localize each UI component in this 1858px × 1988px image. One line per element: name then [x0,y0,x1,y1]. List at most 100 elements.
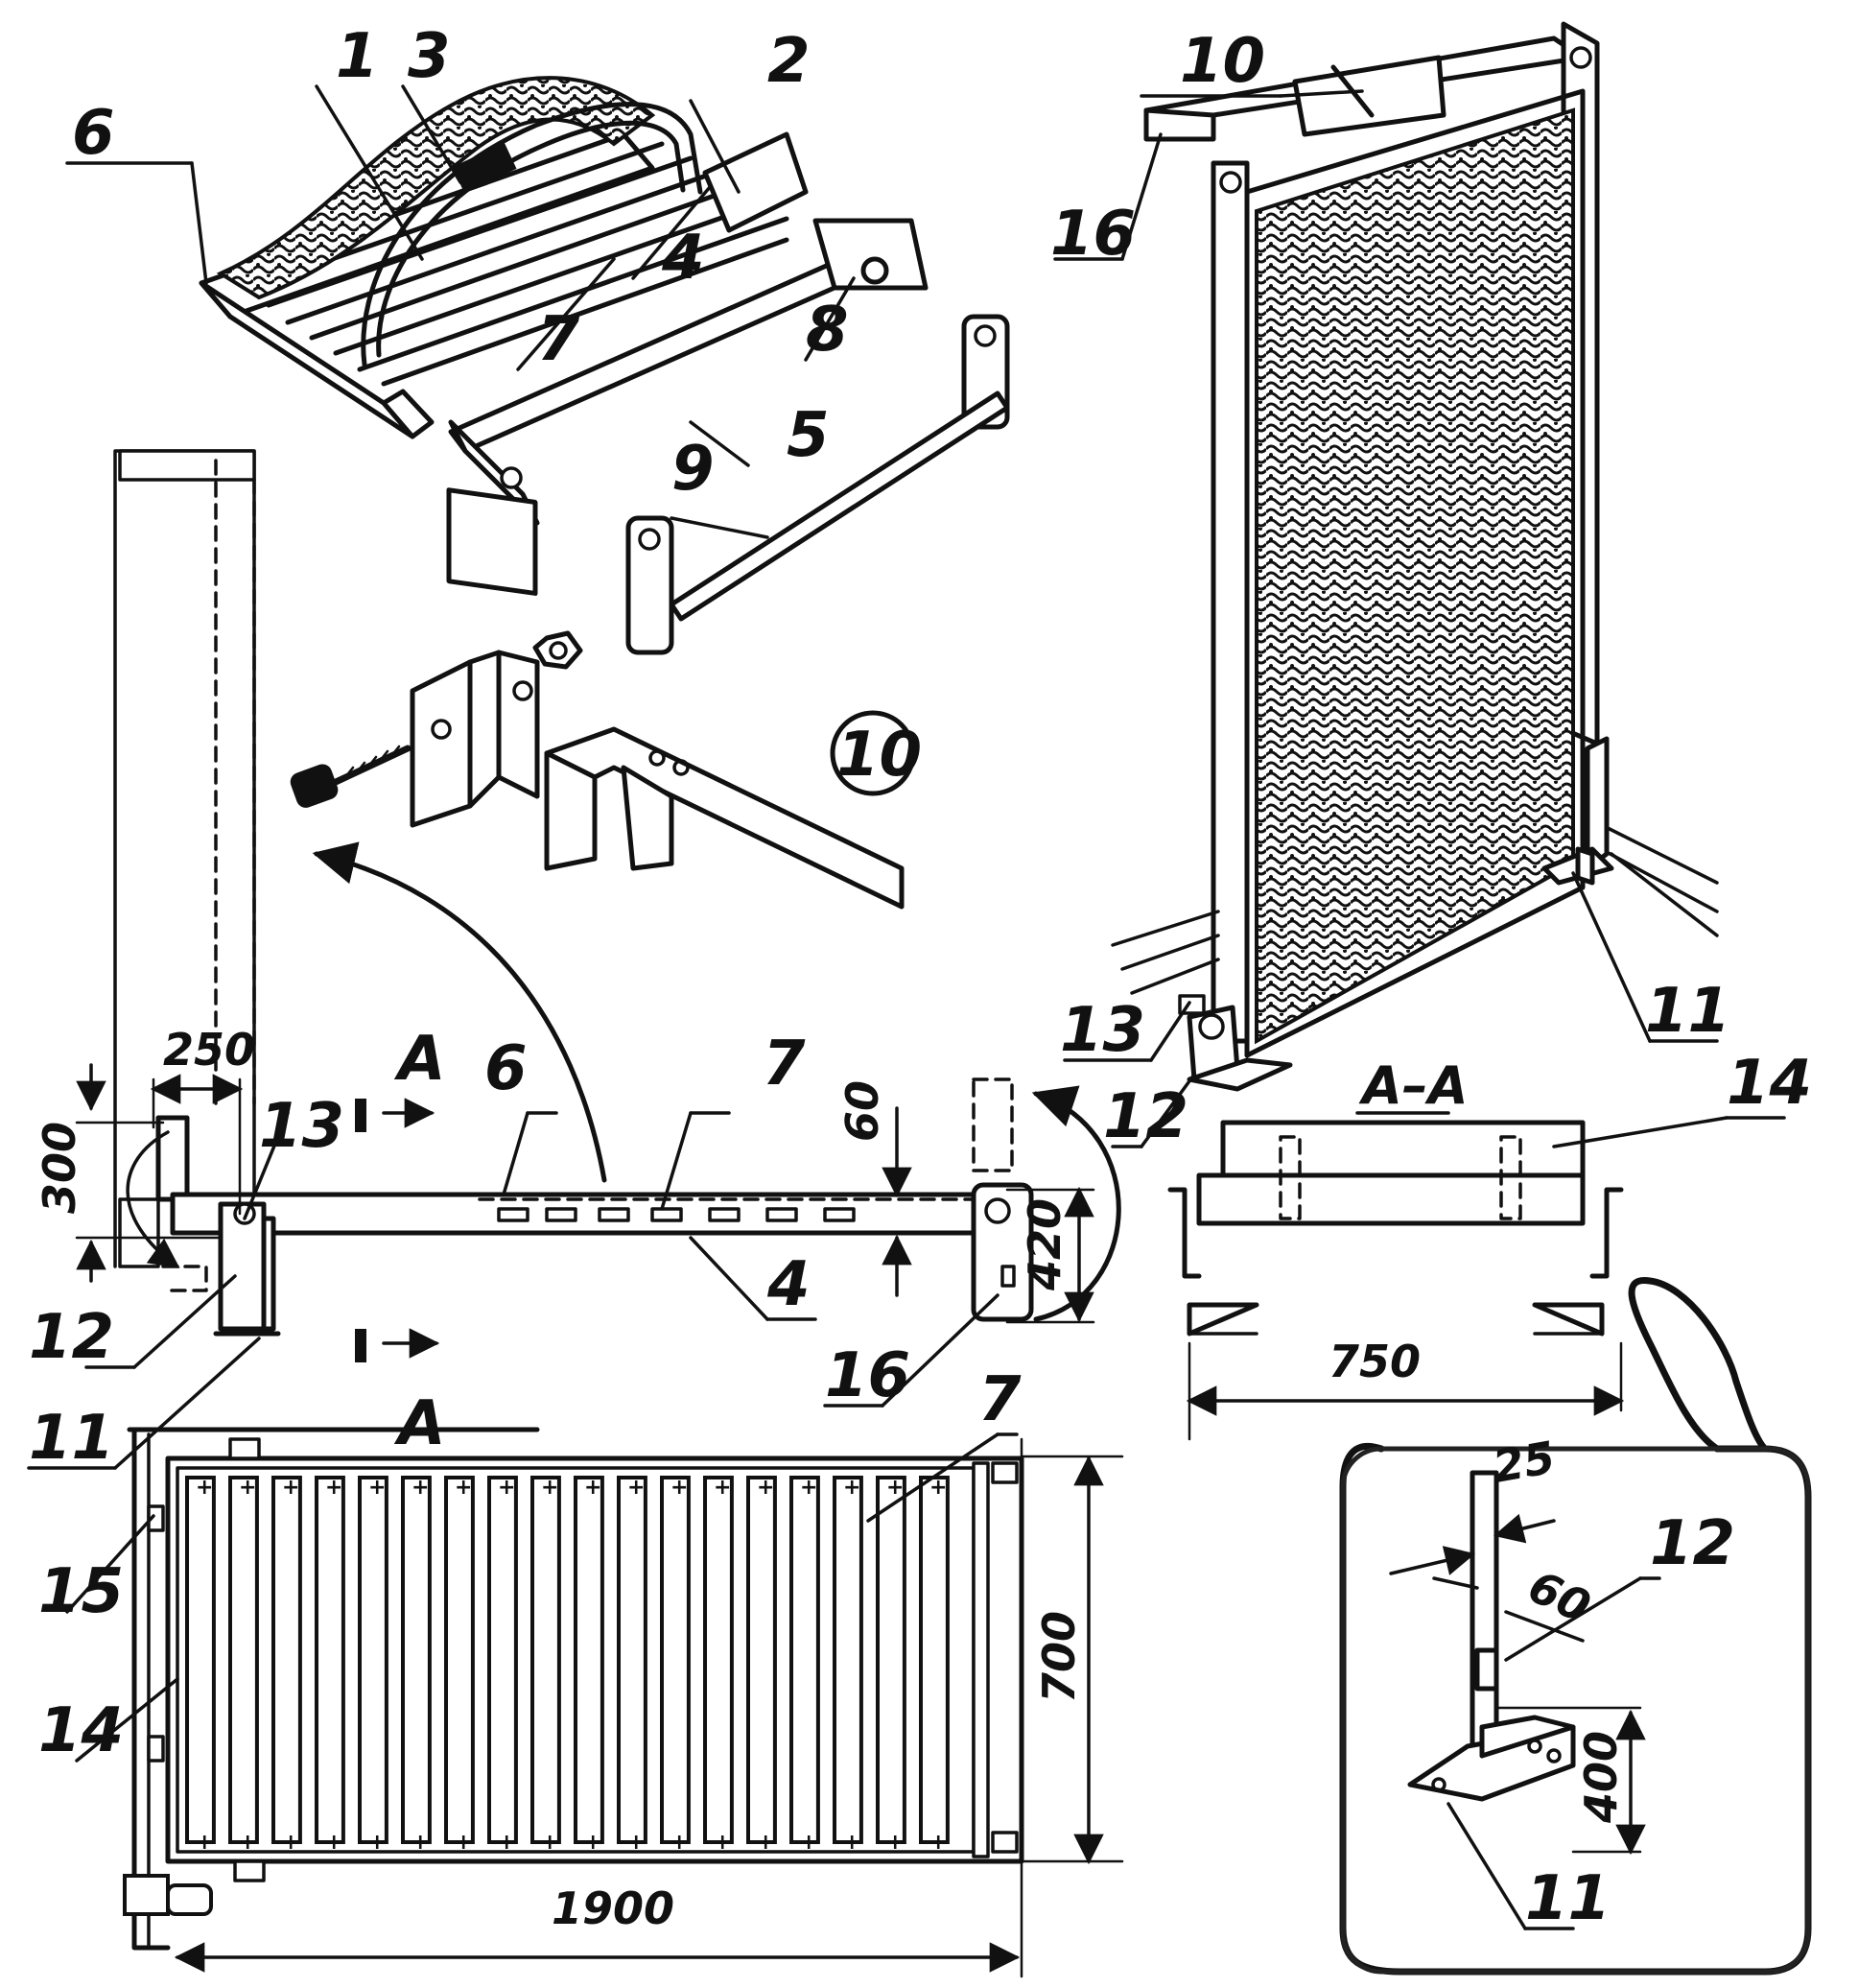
detail-badge-label: 10 [836,720,922,791]
callout-10: 10 [1180,26,1265,97]
plan-label-15: 15 [38,1556,124,1627]
dim-420: 420 [1019,1198,1070,1291]
folded-bed-view [1053,21,1719,1148]
callout-4: 4 [661,223,705,294]
side-elevation [27,449,1121,1470]
screw-mark: + [541,1476,558,1500]
bolt-knob [290,764,339,808]
plan-slat [271,1476,302,1844]
labels: 1 3 2 6 4 7 8 5 9 10 16 10 13 11 12 14 A… [29,21,1812,1934]
screw-mark: + [929,1476,947,1500]
clamp-detail [290,630,916,1183]
plan-slat [660,1476,691,1844]
screw-mark: + [627,1476,645,1500]
dim-250: 250 [163,1024,255,1076]
screw-mark: + [368,1831,386,1855]
screw-mark: + [670,1476,688,1500]
screw-mark: + [455,1476,472,1500]
callout-5: 5 [787,400,830,471]
side-label-13: 13 [259,1091,344,1162]
callout-7: 7 [537,304,580,375]
screw-mark: + [196,1831,213,1855]
side-label-11: 11 [29,1403,114,1474]
screw-mark: + [282,1476,299,1500]
screw-mark: + [800,1476,817,1500]
dim-25: 25 [1490,1432,1559,1493]
dim-60: 60 [836,1080,888,1142]
screw-mark: + [239,1831,256,1855]
screw-mark: + [325,1831,342,1855]
callout-8: 8 [806,295,849,366]
plan-slat [315,1476,345,1844]
screw-mark: + [584,1476,601,1500]
dim-1900: 1900 [552,1882,674,1934]
side-label-a-bottom: A [393,1388,446,1459]
plan-label-14: 14 [38,1695,124,1766]
plan-slat [444,1476,475,1844]
screw-mark: + [929,1831,947,1855]
screw-mark: + [843,1831,860,1855]
plan-slats: ++++++++++++++++++++++++++++++++++++ [185,1476,950,1855]
plan-slat [919,1476,950,1844]
side-label-16: 16 [825,1340,910,1411]
plan-slat [358,1476,388,1844]
callout-2: 2 [767,26,811,97]
callout-11: 11 [1645,976,1730,1047]
screw-mark: + [843,1476,860,1500]
detail-balloon [1339,1276,1812,1976]
exploded-bed-frame [65,76,1010,655]
dim-700: 700 [1033,1611,1085,1703]
side-label-a-top: A [393,1024,446,1095]
screw-mark: + [412,1831,429,1855]
plan-slat [185,1476,216,1844]
screw-mark: + [282,1831,299,1855]
plan-slat [789,1476,820,1844]
screw-mark: + [412,1476,429,1500]
screw-mark: + [886,1831,904,1855]
strap-block [452,142,517,194]
screw-mark: + [368,1476,386,1500]
screw-mark: + [455,1831,472,1855]
side-label-12: 12 [29,1302,114,1373]
screw-mark: + [670,1831,688,1855]
callout-3: 3 [408,21,451,92]
detail-badge [830,710,916,796]
screw-mark: + [714,1476,731,1500]
detail-label-12: 12 [1650,1508,1735,1579]
screw-mark: + [498,1476,515,1500]
callout-14: 14 [1727,1048,1812,1119]
callout-6: 6 [72,98,115,169]
plan-slat [703,1476,734,1844]
plan-slat [401,1476,432,1844]
detail-label-11: 11 [1525,1863,1611,1934]
plan-slat [228,1476,259,1844]
screw-mark: + [498,1831,515,1855]
side-label-6: 6 [484,1033,528,1104]
plan-slat [617,1476,647,1844]
callout-16: 16 [1050,199,1136,270]
plan-slat [876,1476,906,1844]
screw-mark: + [584,1831,601,1855]
section-a-a [1167,1111,1786,1441]
screw-mark: + [886,1476,904,1500]
screw-mark: + [757,1476,774,1500]
plan-label-7: 7 [978,1364,1022,1435]
screw-mark: + [800,1831,817,1855]
screw-mark: + [757,1831,774,1855]
dim-300: 300 [34,1122,85,1214]
plan-slat [530,1476,561,1844]
plan-slat [487,1476,518,1844]
callout-9: 9 [671,434,715,505]
side-label-4: 4 [766,1249,811,1320]
callout-1: 1 [336,21,379,92]
plan-slat [746,1476,777,1844]
section-label: A–A [1358,1055,1469,1116]
screw-mark: + [196,1476,213,1500]
screw-mark: + [325,1476,342,1500]
dim-400: 400 [1575,1731,1627,1824]
plan-view: ++++++++++++++++++++++++++++++++++++ [65,1427,1124,1978]
plan-slat [833,1476,863,1844]
slot-row [497,1207,856,1222]
callout-13: 13 [1060,995,1145,1066]
